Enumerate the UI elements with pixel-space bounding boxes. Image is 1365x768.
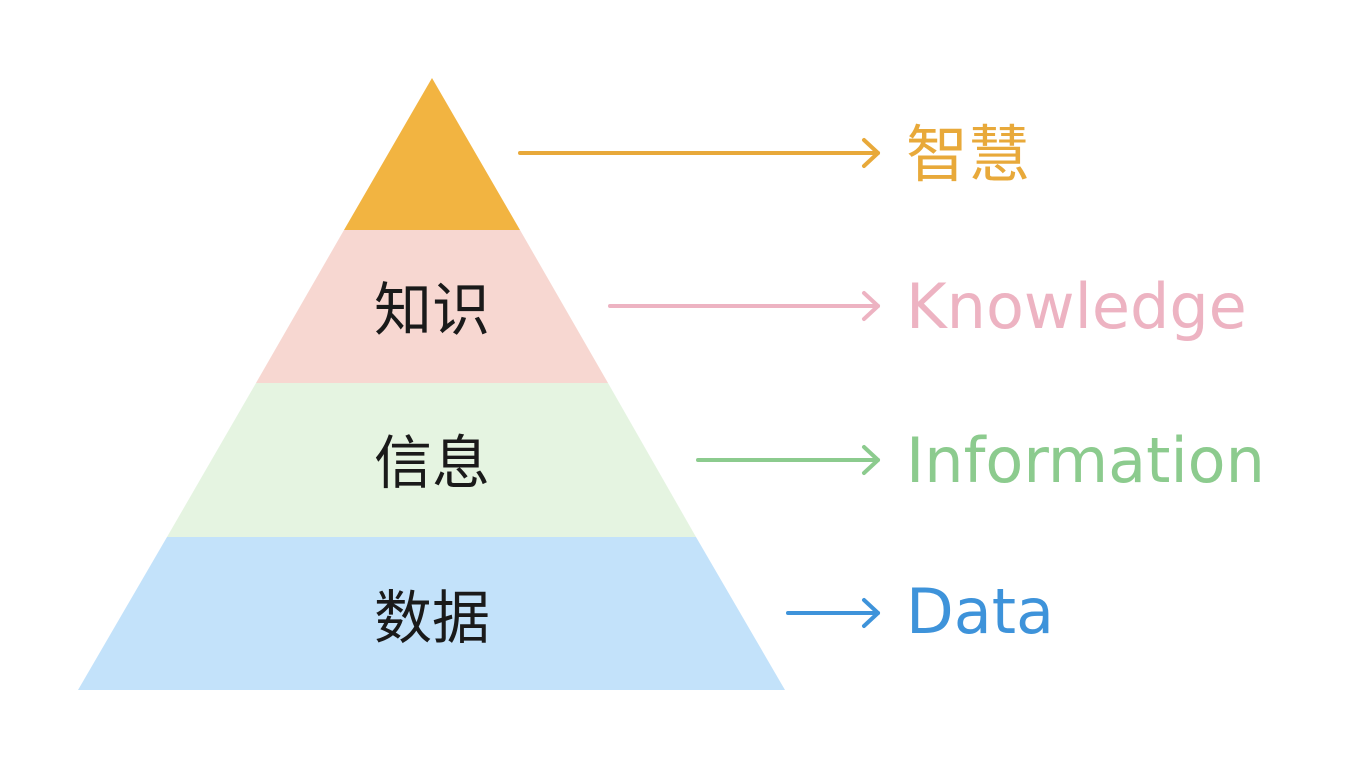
arrow-knowledge-head	[862, 291, 880, 321]
tier-data-inner-label: 数据	[374, 584, 490, 652]
tier-data-band	[78, 537, 785, 690]
side-label-wisdom: 智慧	[906, 118, 1030, 191]
tier-wisdom-band	[344, 78, 520, 230]
arrow-wisdom	[518, 138, 880, 168]
side-label-information: Information	[906, 424, 1265, 497]
arrow-information-head	[862, 445, 880, 475]
tier-information-inner-label: 信息	[374, 429, 490, 497]
tier-knowledge-band	[256, 230, 608, 383]
arrow-wisdom-head	[862, 138, 880, 168]
side-label-knowledge: Knowledge	[906, 270, 1247, 343]
arrow-information	[696, 445, 880, 475]
side-label-data: Data	[906, 575, 1054, 648]
tier-knowledge-inner-label: 知识	[374, 276, 490, 344]
arrow-knowledge	[608, 291, 880, 321]
tier-information-band	[167, 383, 696, 537]
arrow-data-head	[862, 598, 880, 628]
arrow-data	[786, 598, 880, 628]
